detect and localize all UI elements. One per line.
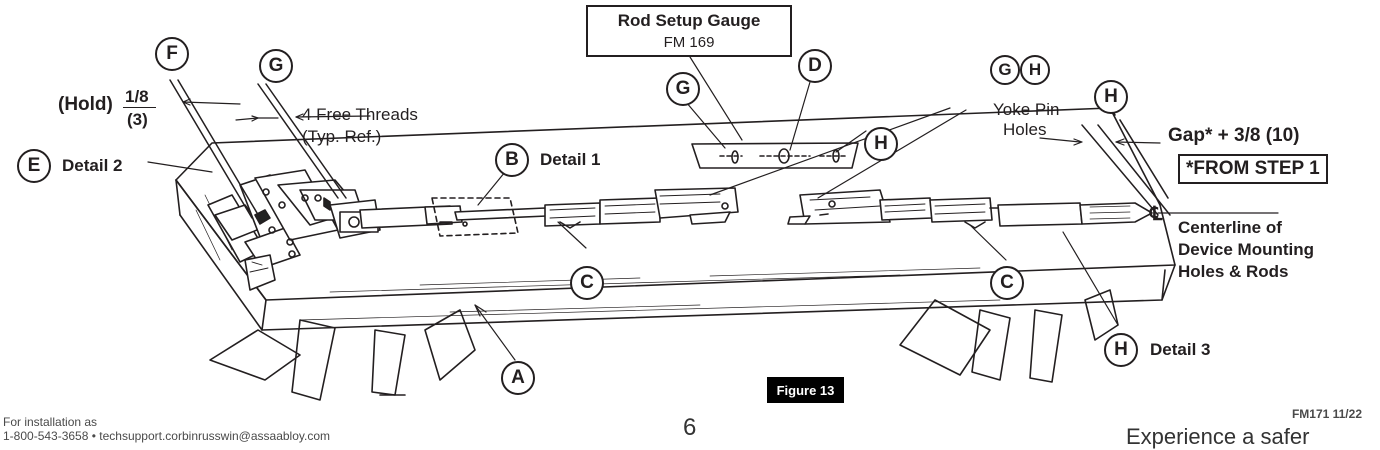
callout-h-detail3: H (1104, 333, 1138, 367)
callout-h-gap: H (1094, 80, 1128, 114)
page-number: 6 (683, 414, 697, 441)
top-rod (359, 187, 739, 237)
fraction-denominator: (3) (127, 110, 148, 129)
right-rod (787, 189, 1153, 229)
footer-line-2: 1-800-543-3658 • techsupport.corbinrussw… (3, 429, 330, 443)
free-threads-ref: (Typ. Ref.) (302, 127, 382, 146)
fraction-numerator: 1/8 (125, 87, 149, 106)
callout-g-middle: G (666, 72, 700, 106)
detail-3-label: Detail 3 (1150, 340, 1211, 359)
rod-setup-gauge-strip (691, 142, 859, 169)
detail-1-label: Detail 1 (540, 150, 601, 169)
callout-f: F (155, 37, 189, 71)
yoke-bracket-assembly (207, 169, 381, 291)
detail-2-label: Detail 2 (62, 156, 123, 175)
measurement-lines-f-g (169, 79, 347, 219)
callout-h-middle: H (864, 127, 898, 161)
callout-a: A (501, 361, 535, 395)
gap-label: Gap* + 3/8 (10) (1168, 125, 1300, 146)
callout-d: D (798, 49, 832, 83)
free-threads-label: 4 Free Threads (302, 105, 418, 124)
fraction-bar (123, 107, 156, 108)
callout-c-left: C (570, 266, 604, 300)
gap-reference-lines (1081, 124, 1171, 216)
document-code: FM171 11/22 (1291, 407, 1362, 421)
centerline-label-3: Holes & Rods (1178, 262, 1289, 281)
yoke-pin-label: Yoke Pin (993, 100, 1060, 119)
callout-c-right: C (990, 266, 1024, 300)
footer-tagline: Experience a safer (1126, 424, 1310, 449)
gauge-number: FM 169 (663, 34, 715, 51)
footer-line-1: For installation as (3, 415, 98, 429)
leader-lines (147, 56, 1279, 361)
footer-contact: For installation as 1-800-543-3658 • tec… (3, 415, 330, 443)
centerline-label-1: Centerline of (1178, 218, 1282, 237)
yoke-holes-label: Holes (1003, 120, 1047, 139)
centerline-label-2: Device Mounting (1178, 240, 1315, 259)
callout-g-left: G (259, 49, 293, 83)
hold-label: (Hold) (58, 94, 113, 115)
callout-e: E (17, 149, 51, 183)
gauge-title: Rod Setup Gauge (617, 11, 761, 30)
from-step-box: *FROM STEP 1 (1178, 154, 1328, 184)
figure-label: Figure 13 (767, 377, 844, 403)
centerline-symbol: ℄ (1150, 204, 1163, 225)
callout-b: B (495, 143, 529, 177)
sawhorse-left (209, 309, 476, 401)
rod-setup-gauge-box: Rod Setup Gauge FM 169 (586, 5, 792, 57)
sawhorse-right (899, 289, 1119, 383)
callout-g-yoke: G (990, 55, 1020, 85)
callout-h-yoke: H (1020, 55, 1050, 85)
